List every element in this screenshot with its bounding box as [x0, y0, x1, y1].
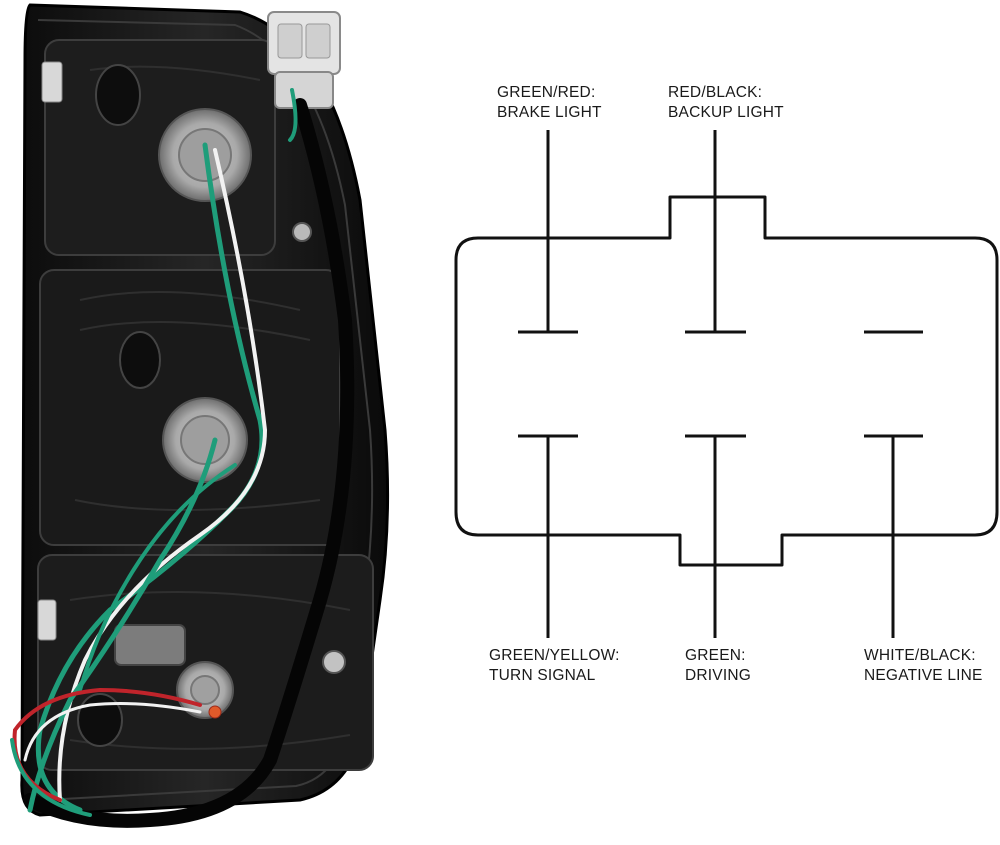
connector-pinout-diagram: [454, 130, 999, 638]
label-backup-function: BACKUP LIGHT: [668, 104, 784, 121]
label-driving: GREEN: DRIVING: [685, 646, 751, 686]
connector-outline: [454, 195, 999, 567]
label-driving-wire: GREEN:: [685, 647, 746, 664]
label-driving-function: DRIVING: [685, 667, 751, 684]
label-backup-light: RED/BLACK: BACKUP LIGHT: [668, 83, 784, 123]
label-turn-function: TURN SIGNAL: [489, 667, 596, 684]
label-turn-signal: GREEN/YELLOW: TURN SIGNAL: [489, 646, 620, 686]
label-turn-wire: GREEN/YELLOW:: [489, 647, 620, 664]
label-brake-wire: GREEN/RED:: [497, 84, 596, 101]
label-negative-line: WHITE/BLACK: NEGATIVE LINE: [864, 646, 983, 686]
tail-light-photo: [10, 3, 390, 828]
label-brake-light: GREEN/RED: BRAKE LIGHT: [497, 83, 602, 123]
label-negative-wire: WHITE/BLACK:: [864, 647, 976, 664]
label-negative-function: NEGATIVE LINE: [864, 667, 983, 684]
label-brake-function: BRAKE LIGHT: [497, 104, 602, 121]
label-backup-wire: RED/BLACK:: [668, 84, 763, 101]
